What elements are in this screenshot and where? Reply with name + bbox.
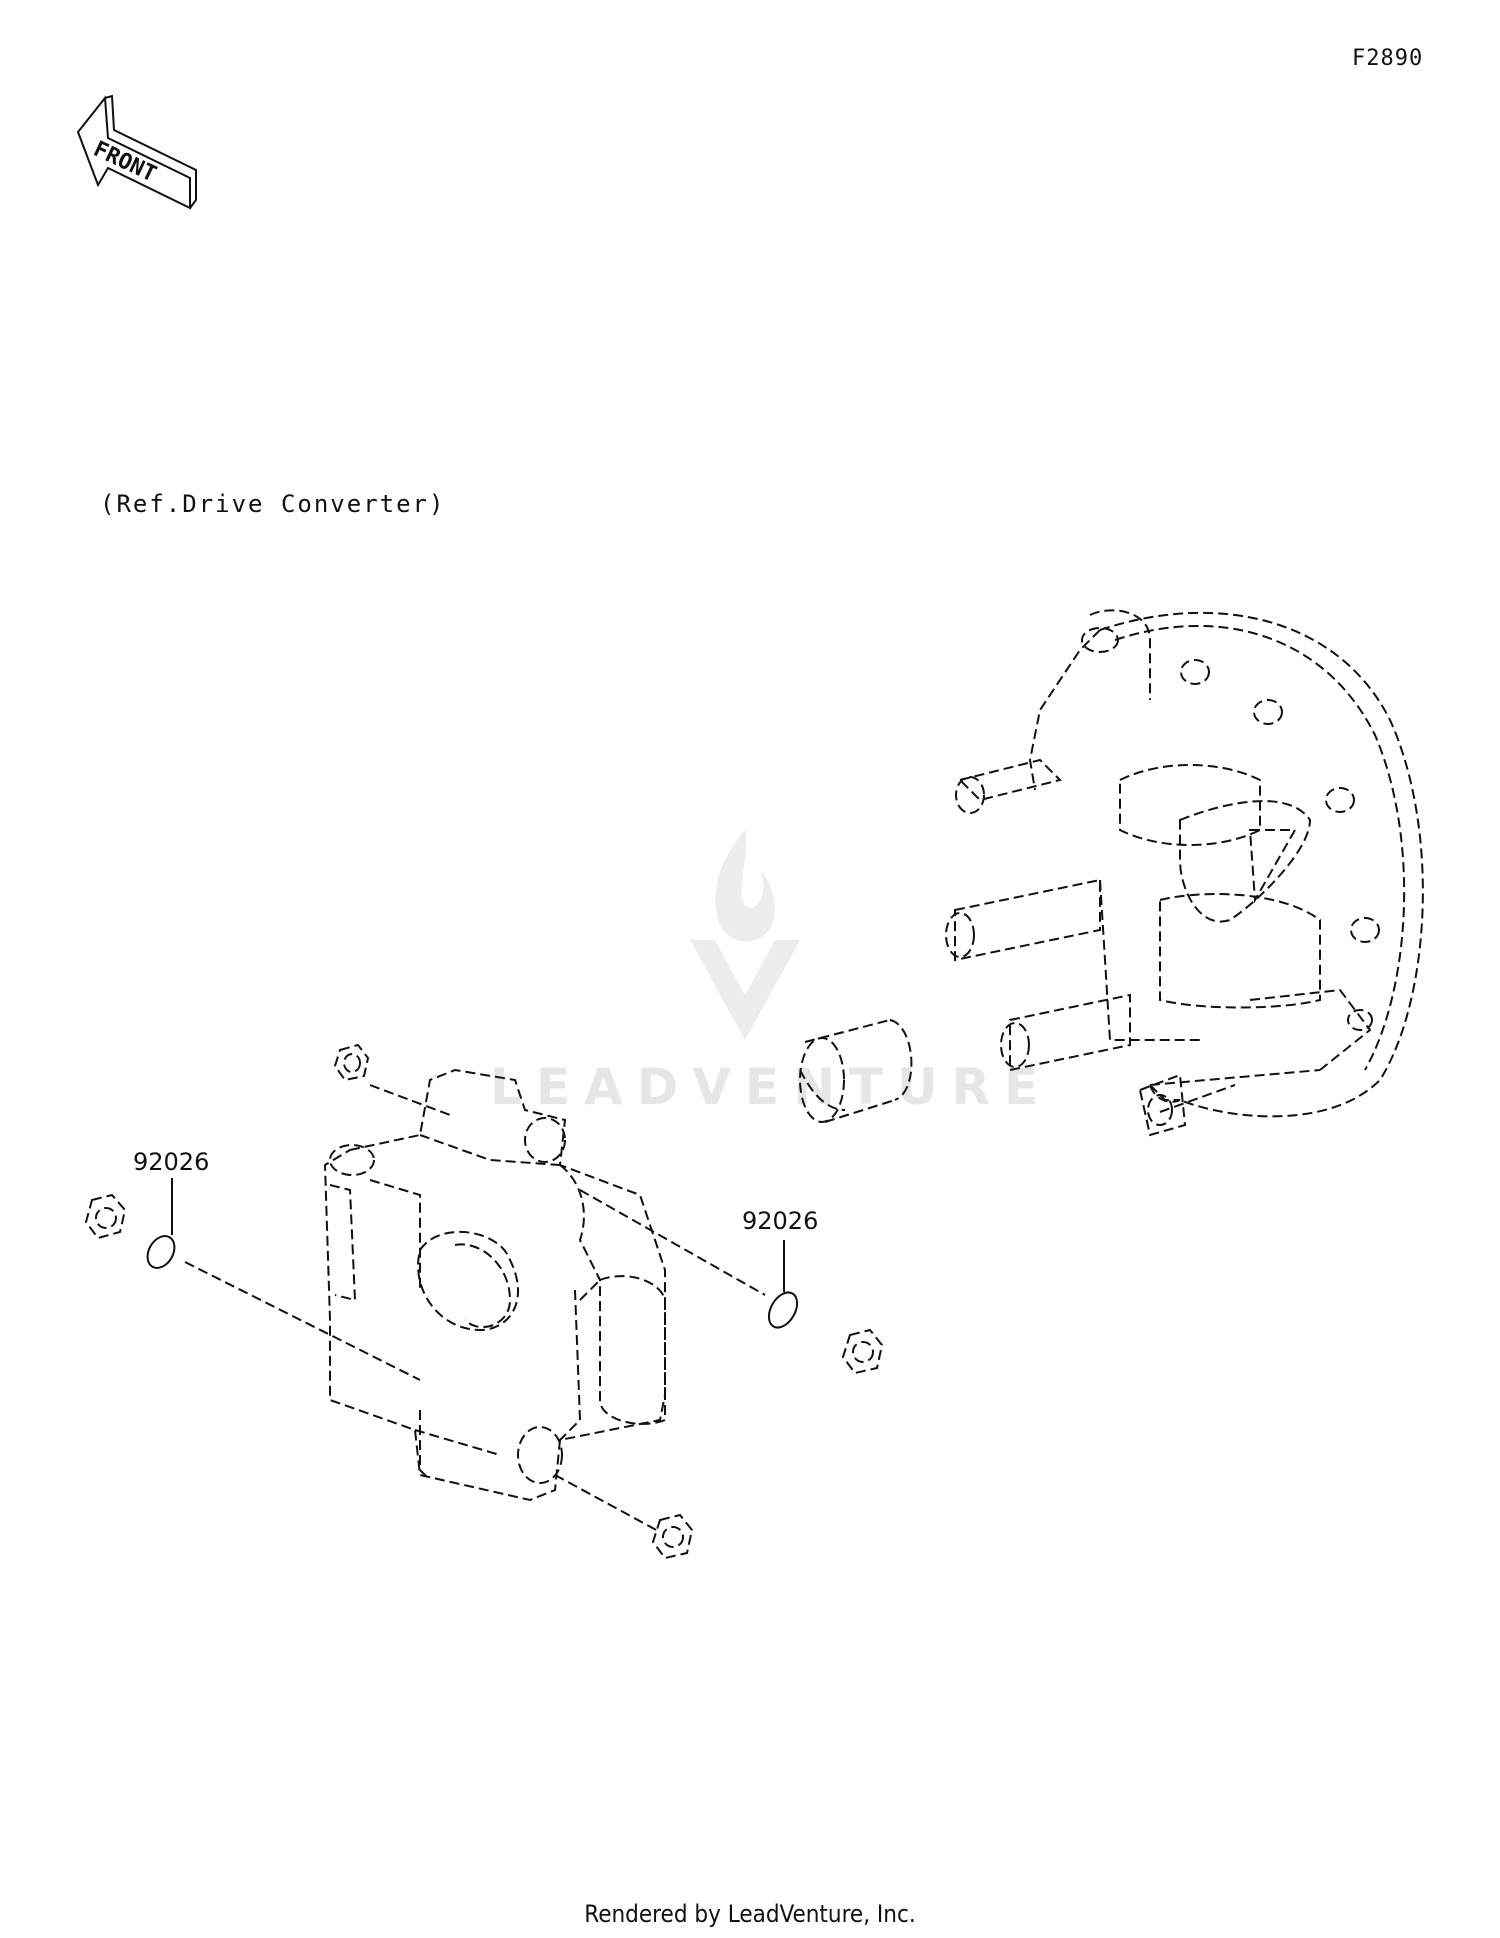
watermark-logo	[690, 830, 800, 1040]
part-callout-left[interactable]: 92026	[133, 1148, 210, 1176]
part-callout-right[interactable]: 92026	[742, 1207, 819, 1235]
o-ring-left[interactable]	[142, 1231, 180, 1272]
reference-label: (Ref.Drive Converter)	[100, 490, 446, 518]
nut-icon	[841, 1328, 884, 1375]
figure-code: F2890	[1352, 46, 1424, 71]
nut-icon	[651, 1513, 694, 1560]
bushing-outline	[799, 1019, 913, 1123]
nut-icon	[84, 1193, 127, 1240]
nut-icon	[333, 1043, 370, 1082]
bracket-outline	[323, 1068, 666, 1502]
front-arrow-icon: FRONT	[76, 94, 197, 210]
footer-credit: Rendered by LeadVenture, Inc.	[584, 1900, 916, 1928]
drive-converter-outline	[945, 609, 1424, 1137]
watermark-text: LEADVENTURE	[490, 1058, 1053, 1116]
assembly-lines	[184, 1084, 1236, 1533]
o-ring-right[interactable]	[763, 1288, 803, 1333]
